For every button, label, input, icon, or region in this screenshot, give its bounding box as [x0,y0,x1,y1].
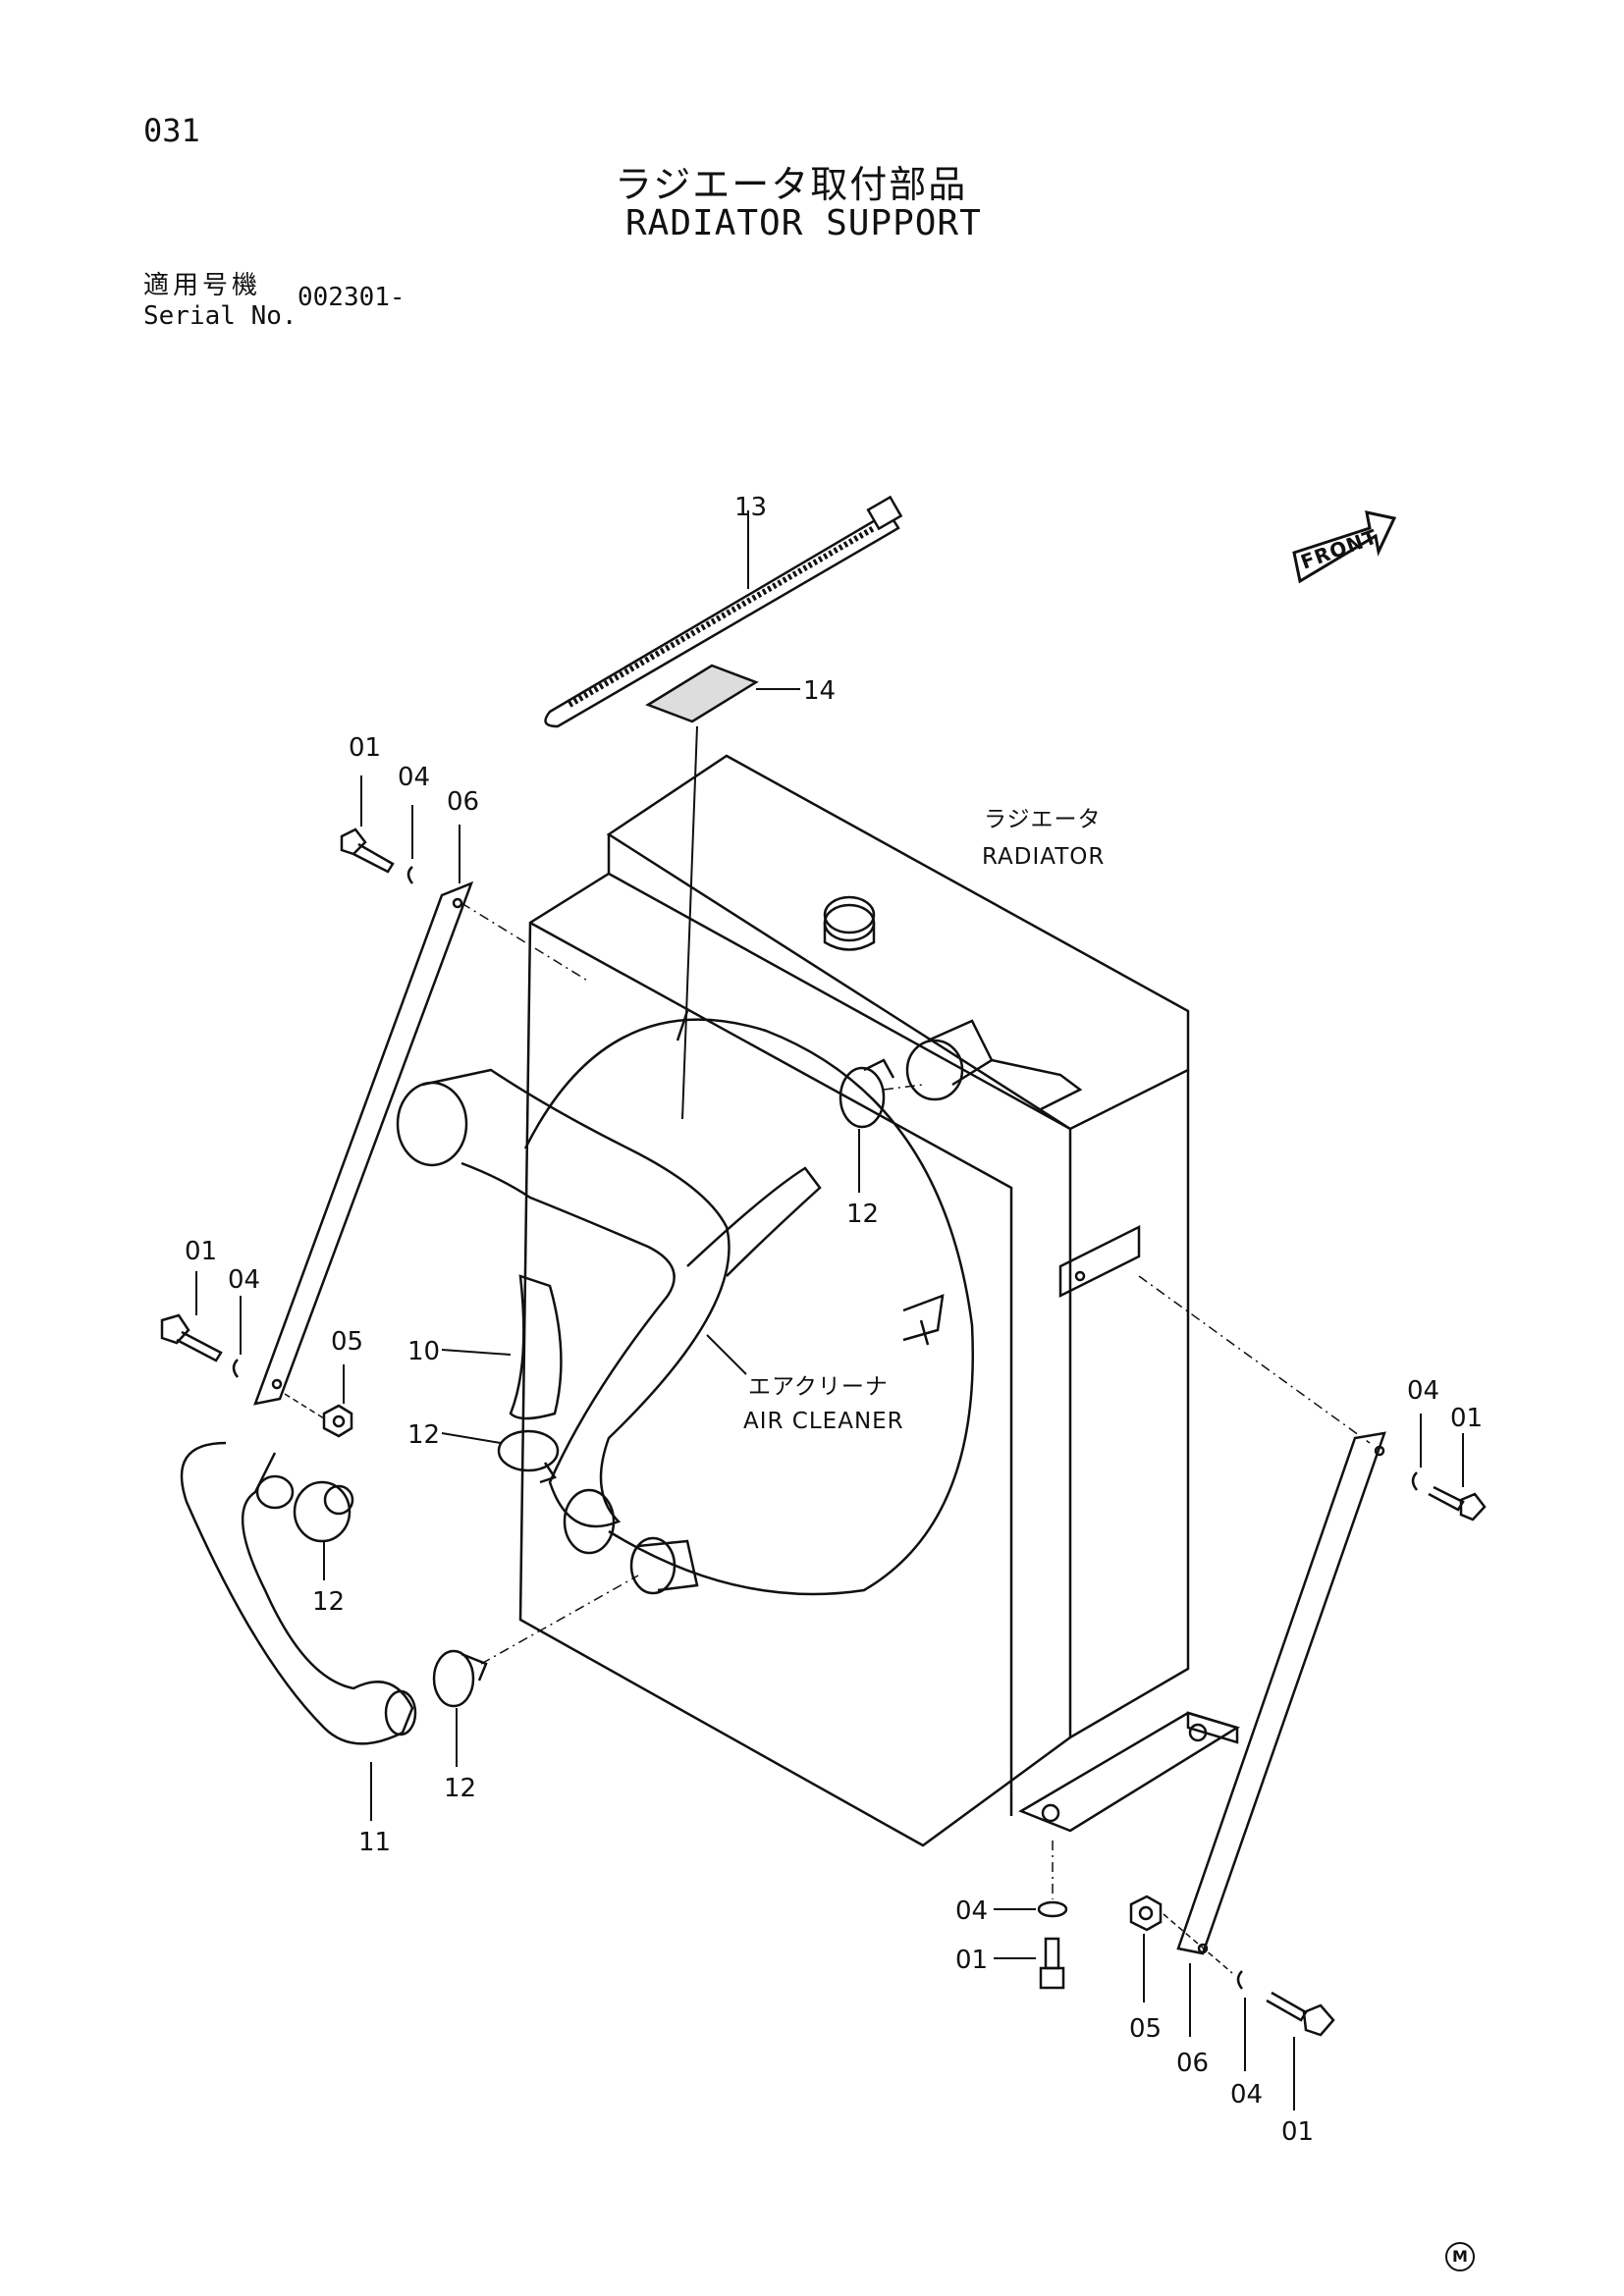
bolt-bottom-right [1266,1991,1335,2037]
bolt-mid-left [160,1313,223,1362]
serial-label: Serial No. [143,301,298,331]
hose-clamp-top [839,1058,895,1129]
washer-bottom [1037,1900,1068,1918]
bolt-top-left [340,828,395,874]
callout-12-mid: 12 [407,1420,440,1450]
radiator-body [518,754,1241,1847]
page-title-japanese: ラジエータ取付部品 [615,163,968,206]
hose-clamp-low [432,1649,488,1708]
radiator-label-japanese: ラジエータ [984,807,1102,832]
callout-10: 10 [407,1337,440,1366]
bolt-bottom [1039,1937,1065,1990]
air-cleaner [523,1010,974,1596]
stay-bar-left [253,881,474,1406]
serial-number-value: 002301- [298,283,406,312]
bolt-right [1428,1485,1487,1522]
callout-01-right: 01 [1450,1404,1483,1433]
callout-05-bottom-right: 05 [1129,2014,1162,2044]
callout-04-bottom-right: 04 [1230,2080,1263,2109]
manual-mark: M [1445,2242,1475,2271]
page-number: 031 [143,112,200,149]
lower-hose [180,1441,417,1745]
washer-right [1411,1471,1419,1491]
callout-12-left: 12 [312,1587,345,1617]
page-title: RADIATOR SUPPORT [625,203,982,243]
callout-11: 11 [358,1828,391,1857]
washer-top-left [406,866,414,884]
callout-06-top-left: 06 [447,787,479,817]
nut-mid-left [322,1404,353,1438]
nut-bottom-right [1129,1895,1163,1932]
washer-mid-left [232,1359,240,1378]
pad [645,664,759,723]
callout-04-mid-left: 04 [228,1265,260,1295]
upper-hose [396,1068,822,1555]
callout-12-top: 12 [846,1200,879,1229]
hose-clamp-left [293,1480,354,1543]
air-cleaner-label-japanese: エアクリーナ [748,1374,889,1400]
serial-label-japanese: 適用号機 [143,271,262,300]
callout-14: 14 [803,676,836,706]
callout-04-right: 04 [1407,1376,1439,1406]
callout-13: 13 [734,493,767,522]
washer-bottom-right [1236,1970,1244,1990]
callout-01-bottom: 01 [955,1946,988,1975]
callout-04-bottom: 04 [955,1896,988,1926]
callout-05-mid-left: 05 [331,1327,363,1357]
callout-12-low: 12 [444,1774,476,1803]
front-arrow-label: FRONT [1298,524,1381,573]
callout-01-mid-left: 01 [185,1237,217,1266]
callout-01-top-left: 01 [349,733,381,763]
callout-04-top-left: 04 [398,763,430,792]
stay-bar-right [1176,1431,1386,1955]
air-cleaner-label: AIR CLEANER [743,1409,904,1434]
cable-tie [544,495,903,728]
hose-clamp-mid [497,1429,560,1484]
radiator-label: RADIATOR [982,844,1105,870]
callout-06-bottom-right: 06 [1176,2049,1209,2078]
front-arrow-icon: FRONT [1292,510,1397,584]
callout-01-bottom-right: 01 [1281,2117,1314,2147]
